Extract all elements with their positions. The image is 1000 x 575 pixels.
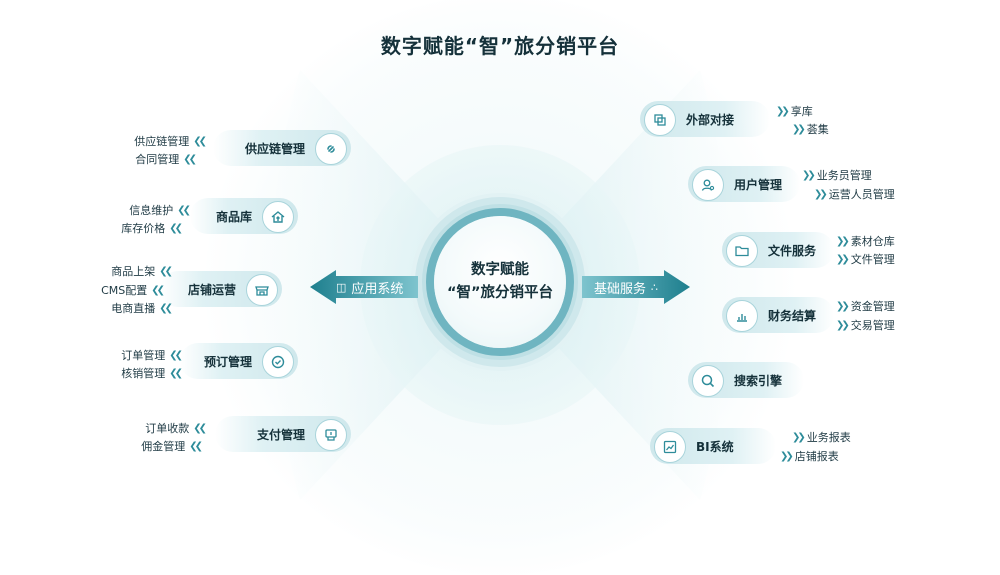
sub-item: ❯❯享库: [776, 105, 813, 118]
clock-check-icon: [262, 346, 294, 378]
bi-chart-icon: [654, 431, 686, 463]
module-name: 预订管理: [203, 354, 252, 369]
module-product-library[interactable]: 商品库: [190, 198, 298, 234]
payment-hand-icon: [315, 419, 347, 451]
sub-item: ❯❯荟集: [792, 123, 829, 136]
sub-item: 商品上架❮❮: [111, 265, 173, 278]
sub-item: 电商直播❮❮: [111, 302, 173, 315]
base-service-arrow: 基础服务 ∴: [582, 270, 690, 304]
module-name: 用户管理: [734, 177, 783, 192]
sub-item: ❯❯交易管理: [836, 319, 895, 332]
sub-item: 佣金管理❮❮: [141, 440, 203, 453]
application-system-arrow: ◫ 应用系统: [310, 270, 418, 304]
house-upload-icon: [262, 201, 294, 233]
sub-item: 订单管理❮❮: [121, 349, 183, 362]
sub-item: ❯❯资金管理: [836, 300, 895, 313]
core-hub: 数字赋能 “智”旅分销平台: [434, 216, 566, 348]
module-external-integration[interactable]: 外部对接: [640, 101, 770, 137]
module-finance-settlement[interactable]: 财务结算: [722, 297, 834, 333]
app-system-label: 应用系统: [351, 281, 404, 297]
module-name: 供应链管理: [244, 141, 305, 156]
module-name: 搜索引擎: [734, 373, 783, 388]
module-file-service[interactable]: 文件服务: [722, 232, 834, 268]
sub-item: ❯❯运营人员管理: [814, 188, 895, 201]
store-icon: [246, 274, 278, 306]
module-user-management[interactable]: 用户管理: [688, 166, 800, 202]
sub-item: CMS配置❮❮: [101, 284, 165, 297]
diagram-canvas: 数字赋能“智”旅分销平台 数字赋能 “智”旅分销平台 ◫ 应用系统 基础服务 ∴…: [101, 0, 895, 575]
api-connect-icon: [644, 104, 676, 136]
base-service-label: 基础服务: [594, 281, 647, 297]
folder-icon: [726, 235, 758, 267]
core-line-2: “智”旅分销平台: [446, 285, 554, 301]
left-arrow-shape: [310, 270, 418, 304]
app-system-icon: ◫: [336, 280, 347, 294]
search-icon: [692, 365, 724, 397]
core-line-1: 数字赋能: [471, 262, 529, 278]
page-title: 数字赋能“智”旅分销平台: [380, 34, 620, 58]
module-search-engine[interactable]: 搜索引擎: [688, 362, 804, 398]
module-name: 文件服务: [768, 243, 817, 258]
sub-item: 订单收款❮❮: [145, 422, 207, 435]
module-supply-chain[interactable]: 供应链管理: [213, 130, 351, 166]
module-name: BI系统: [696, 439, 734, 454]
module-name: 商品库: [215, 209, 252, 224]
module-booking[interactable]: 预订管理: [180, 343, 298, 379]
sub-item: 核销管理❮❮: [121, 367, 183, 380]
module-store-operation[interactable]: 店铺运营: [160, 271, 282, 307]
sub-item: ❯❯素材仓库: [836, 235, 895, 248]
user-settings-icon: [692, 169, 724, 201]
cluster-icon: ∴: [651, 280, 659, 294]
sub-item: ❯❯文件管理: [836, 253, 895, 266]
sub-item: 库存价格❮❮: [121, 222, 183, 235]
module-name: 支付管理: [256, 427, 305, 442]
sub-item: 供应链管理❮❮: [134, 135, 207, 148]
finance-chart-icon: [726, 300, 758, 332]
sub-item: ❯❯店铺报表: [780, 450, 839, 463]
module-bi-system[interactable]: BI系统: [650, 428, 776, 464]
module-name: 店铺运营: [187, 282, 236, 297]
sub-item: ❯❯业务员管理: [802, 169, 872, 182]
link-icon: [315, 133, 347, 165]
module-name: 外部对接: [686, 112, 735, 127]
right-arrow-shape: [582, 270, 690, 304]
sub-item: ❯❯业务报表: [792, 431, 851, 444]
sub-item: 合同管理❮❮: [135, 153, 197, 166]
sub-item: 信息维护❮❮: [129, 204, 191, 217]
module-payment[interactable]: 支付管理: [215, 416, 351, 452]
module-name: 财务结算: [768, 308, 817, 323]
